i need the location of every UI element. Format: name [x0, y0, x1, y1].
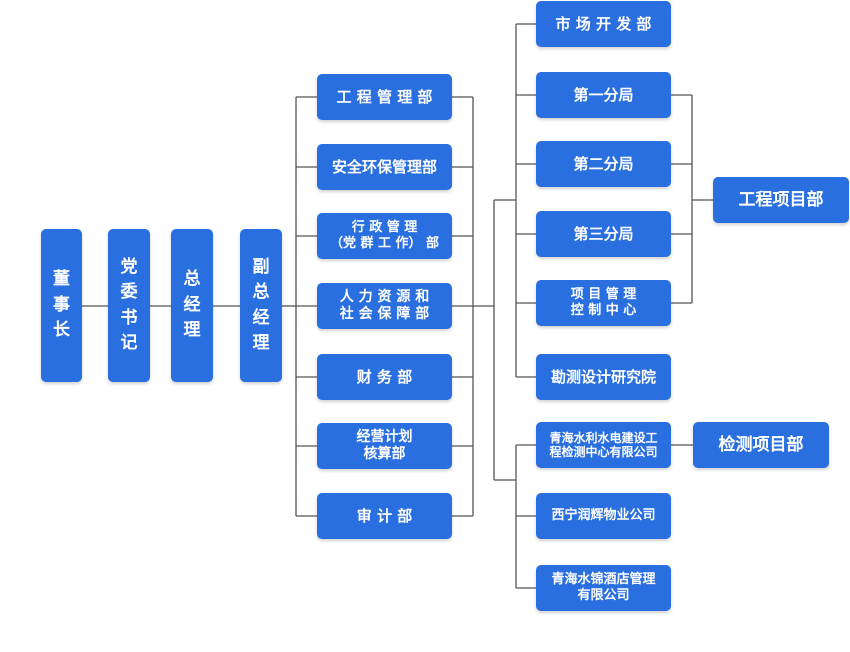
audit-node[interactable]: 审 计 部 [317, 493, 452, 539]
branch-1-node[interactable]: 第一分局 [536, 72, 671, 118]
branch-2-node[interactable]: 第二分局 [536, 141, 671, 187]
survey-design-node[interactable]: 勘测设计研究院 [536, 354, 671, 400]
qinghai-hotel-label: 青海水锦酒店管理 有限公司 [551, 572, 656, 603]
engineering-projects-label: 工程项目部 [738, 189, 824, 210]
project-control-node[interactable]: 项 目 管 理 控 制 中 心 [536, 280, 671, 326]
branch-1-label: 第一分局 [573, 86, 634, 104]
qinghai-testing-node[interactable]: 青海水利水电建设工 程检测中心有限公司 [536, 422, 671, 468]
human-resources-label: 人 力 资 源 和 社 会 保 障 部 [339, 289, 430, 322]
human-resources-node[interactable]: 人 力 资 源 和 社 会 保 障 部 [317, 283, 452, 329]
market-development-label: 市 场 开 发 部 [555, 15, 652, 33]
qinghai-hotel-node[interactable]: 青海水锦酒店管理 有限公司 [536, 565, 671, 611]
branch-2-label: 第二分局 [573, 155, 634, 173]
party-secretary-node[interactable]: 党 委 书 记 [108, 229, 150, 382]
party-secretary-label: 党 委 书 记 [120, 256, 138, 354]
administration-node[interactable]: 行 政 管 理 （党 群 工 作） 部 [317, 213, 452, 259]
project-control-label: 项 目 管 理 控 制 中 心 [570, 287, 637, 318]
qinghai-testing-label: 青海水利水电建设工 程检测中心有限公司 [549, 430, 658, 459]
engineering-management-label: 工 程 管 理 部 [336, 88, 433, 106]
branch-3-label: 第三分局 [573, 225, 634, 243]
chairman-node[interactable]: 董 事 长 [41, 229, 82, 382]
branch-3-node[interactable]: 第三分局 [536, 211, 671, 257]
general-manager-label: 总 经 理 [183, 269, 201, 341]
finance-node[interactable]: 财 务 部 [317, 354, 452, 400]
general-manager-node[interactable]: 总 经 理 [171, 229, 213, 382]
audit-label: 审 计 部 [356, 507, 413, 525]
finance-label: 财 务 部 [356, 368, 413, 386]
deputy-general-manager-label: 副 总 经 理 [252, 256, 270, 354]
safety-environment-label: 安全环保管理部 [331, 158, 437, 176]
market-development-node[interactable]: 市 场 开 发 部 [536, 1, 671, 47]
chairman-label: 董 事 长 [53, 269, 70, 341]
safety-environment-node[interactable]: 安全环保管理部 [317, 144, 452, 190]
business-planning-node[interactable]: 经营计划 核算部 [317, 423, 452, 469]
testing-projects-label: 检测项目部 [718, 434, 804, 455]
administration-label: 行 政 管 理 （党 群 工 作） 部 [329, 220, 440, 251]
xining-property-label: 西宁润辉物业公司 [551, 508, 656, 524]
business-planning-label: 经营计划 核算部 [356, 429, 413, 462]
xining-property-node[interactable]: 西宁润辉物业公司 [536, 493, 671, 539]
survey-design-label: 勘测设计研究院 [550, 368, 656, 386]
deputy-general-manager-node[interactable]: 副 总 经 理 [240, 229, 282, 382]
engineering-management-node[interactable]: 工 程 管 理 部 [317, 74, 452, 120]
engineering-projects-node[interactable]: 工程项目部 [713, 177, 849, 223]
testing-projects-node[interactable]: 检测项目部 [693, 422, 829, 468]
